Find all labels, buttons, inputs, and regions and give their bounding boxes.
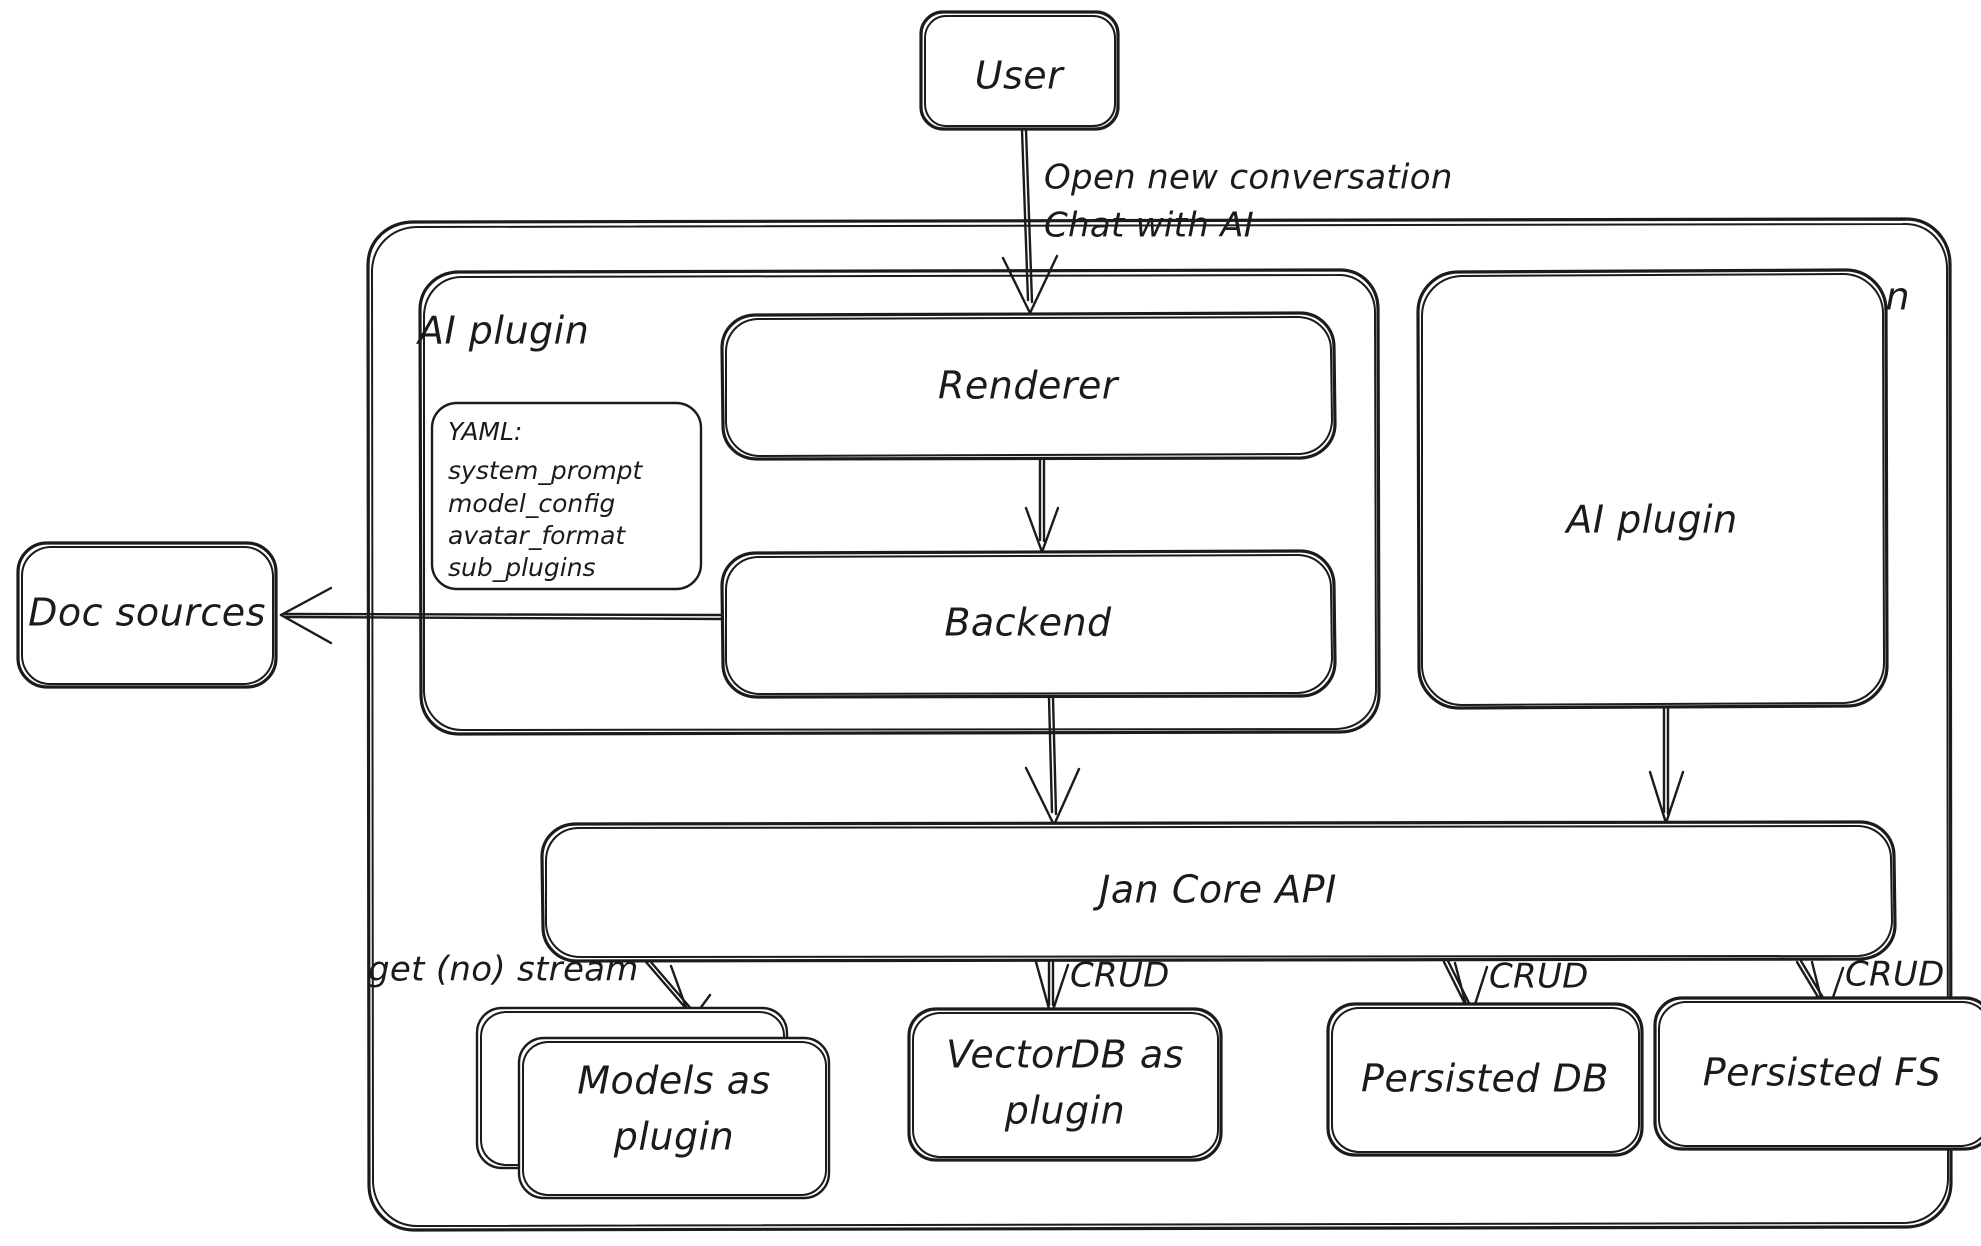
container-ai-plugin-group-label: AI plugin — [415, 309, 589, 353]
node-renderer-label: Renderer — [938, 364, 1120, 408]
edge-backend-to-jan-core-api — [1024, 696, 1081, 827]
node-vectordb-as-plugin-label-line1: VectorDB as — [946, 1033, 1184, 1077]
node-backend[interactable]: Backend — [720, 549, 1337, 699]
node-vectordb-as-plugin-label-line2: plugin — [1004, 1089, 1126, 1133]
node-models-as-plugin-label-line2: plugin — [613, 1115, 735, 1159]
node-vectordb-as-plugin[interactable]: VectorDB as plugin — [907, 1007, 1223, 1162]
edge-user-to-renderer: Open new conversation Chat with AI — [1001, 128, 1453, 315]
node-models-as-plugin-label-line1: Models as — [577, 1059, 771, 1103]
node-jan-core-api[interactable]: Jan Core API — [540, 820, 1897, 963]
node-jan-core-api-label: Jan Core API — [1092, 868, 1337, 912]
edge-user-to-renderer-label-line1: Open new conversation — [1044, 158, 1453, 198]
yaml-note-box: YAML: system_prompt model_config avatar_… — [430, 401, 703, 591]
edge-vectordb-label: CRUD — [1070, 956, 1170, 996]
edge-models-label: get (no) stream — [368, 950, 639, 990]
node-models-as-plugin[interactable]: Models as plugin — [475, 1006, 831, 1200]
edge-ai-plugin-to-jan-core-api — [1648, 707, 1685, 825]
edge-user-to-renderer-label-line2: Chat with AI — [1044, 206, 1254, 246]
node-doc-sources-label: Doc sources — [28, 591, 266, 635]
edge-persisted-fs-label: CRUD — [1845, 955, 1945, 995]
edge-jan-core-api-to-persisted-db: CRUD — [1442, 957, 1589, 1022]
node-persisted-db[interactable]: Persisted DB — [1326, 1002, 1644, 1157]
yaml-note-item-1: model_config — [448, 489, 615, 518]
yaml-note-title: YAML: — [448, 417, 522, 446]
edge-renderer-to-backend — [1024, 458, 1060, 554]
node-doc-sources[interactable]: Doc sources — [16, 541, 278, 689]
edge-persisted-db-label: CRUD — [1489, 957, 1589, 997]
node-user[interactable]: User — [919, 10, 1120, 131]
container-ai-plugin-group: AI plugin — [415, 268, 1381, 736]
node-persisted-db-label: Persisted DB — [1361, 1057, 1609, 1101]
yaml-note-item-3: sub_plugins — [448, 553, 596, 582]
node-renderer[interactable]: Renderer — [720, 311, 1337, 461]
yaml-note-item-2: avatar_format — [448, 521, 626, 550]
node-ai-plugin-label: AI plugin — [1563, 498, 1737, 542]
node-persisted-fs[interactable]: Persisted FS — [1653, 996, 1981, 1151]
node-persisted-fs-label: Persisted FS — [1703, 1051, 1942, 1095]
node-user-label: User — [975, 54, 1065, 98]
edge-backend-to-doc-sources — [279, 586, 724, 645]
node-backend-label: Backend — [944, 601, 1112, 645]
edge-jan-core-api-to-vectordb: CRUD — [1034, 956, 1170, 1018]
node-ai-plugin[interactable]: AI plugin — [1416, 268, 1889, 710]
yaml-note-item-0: system_prompt — [448, 456, 644, 485]
